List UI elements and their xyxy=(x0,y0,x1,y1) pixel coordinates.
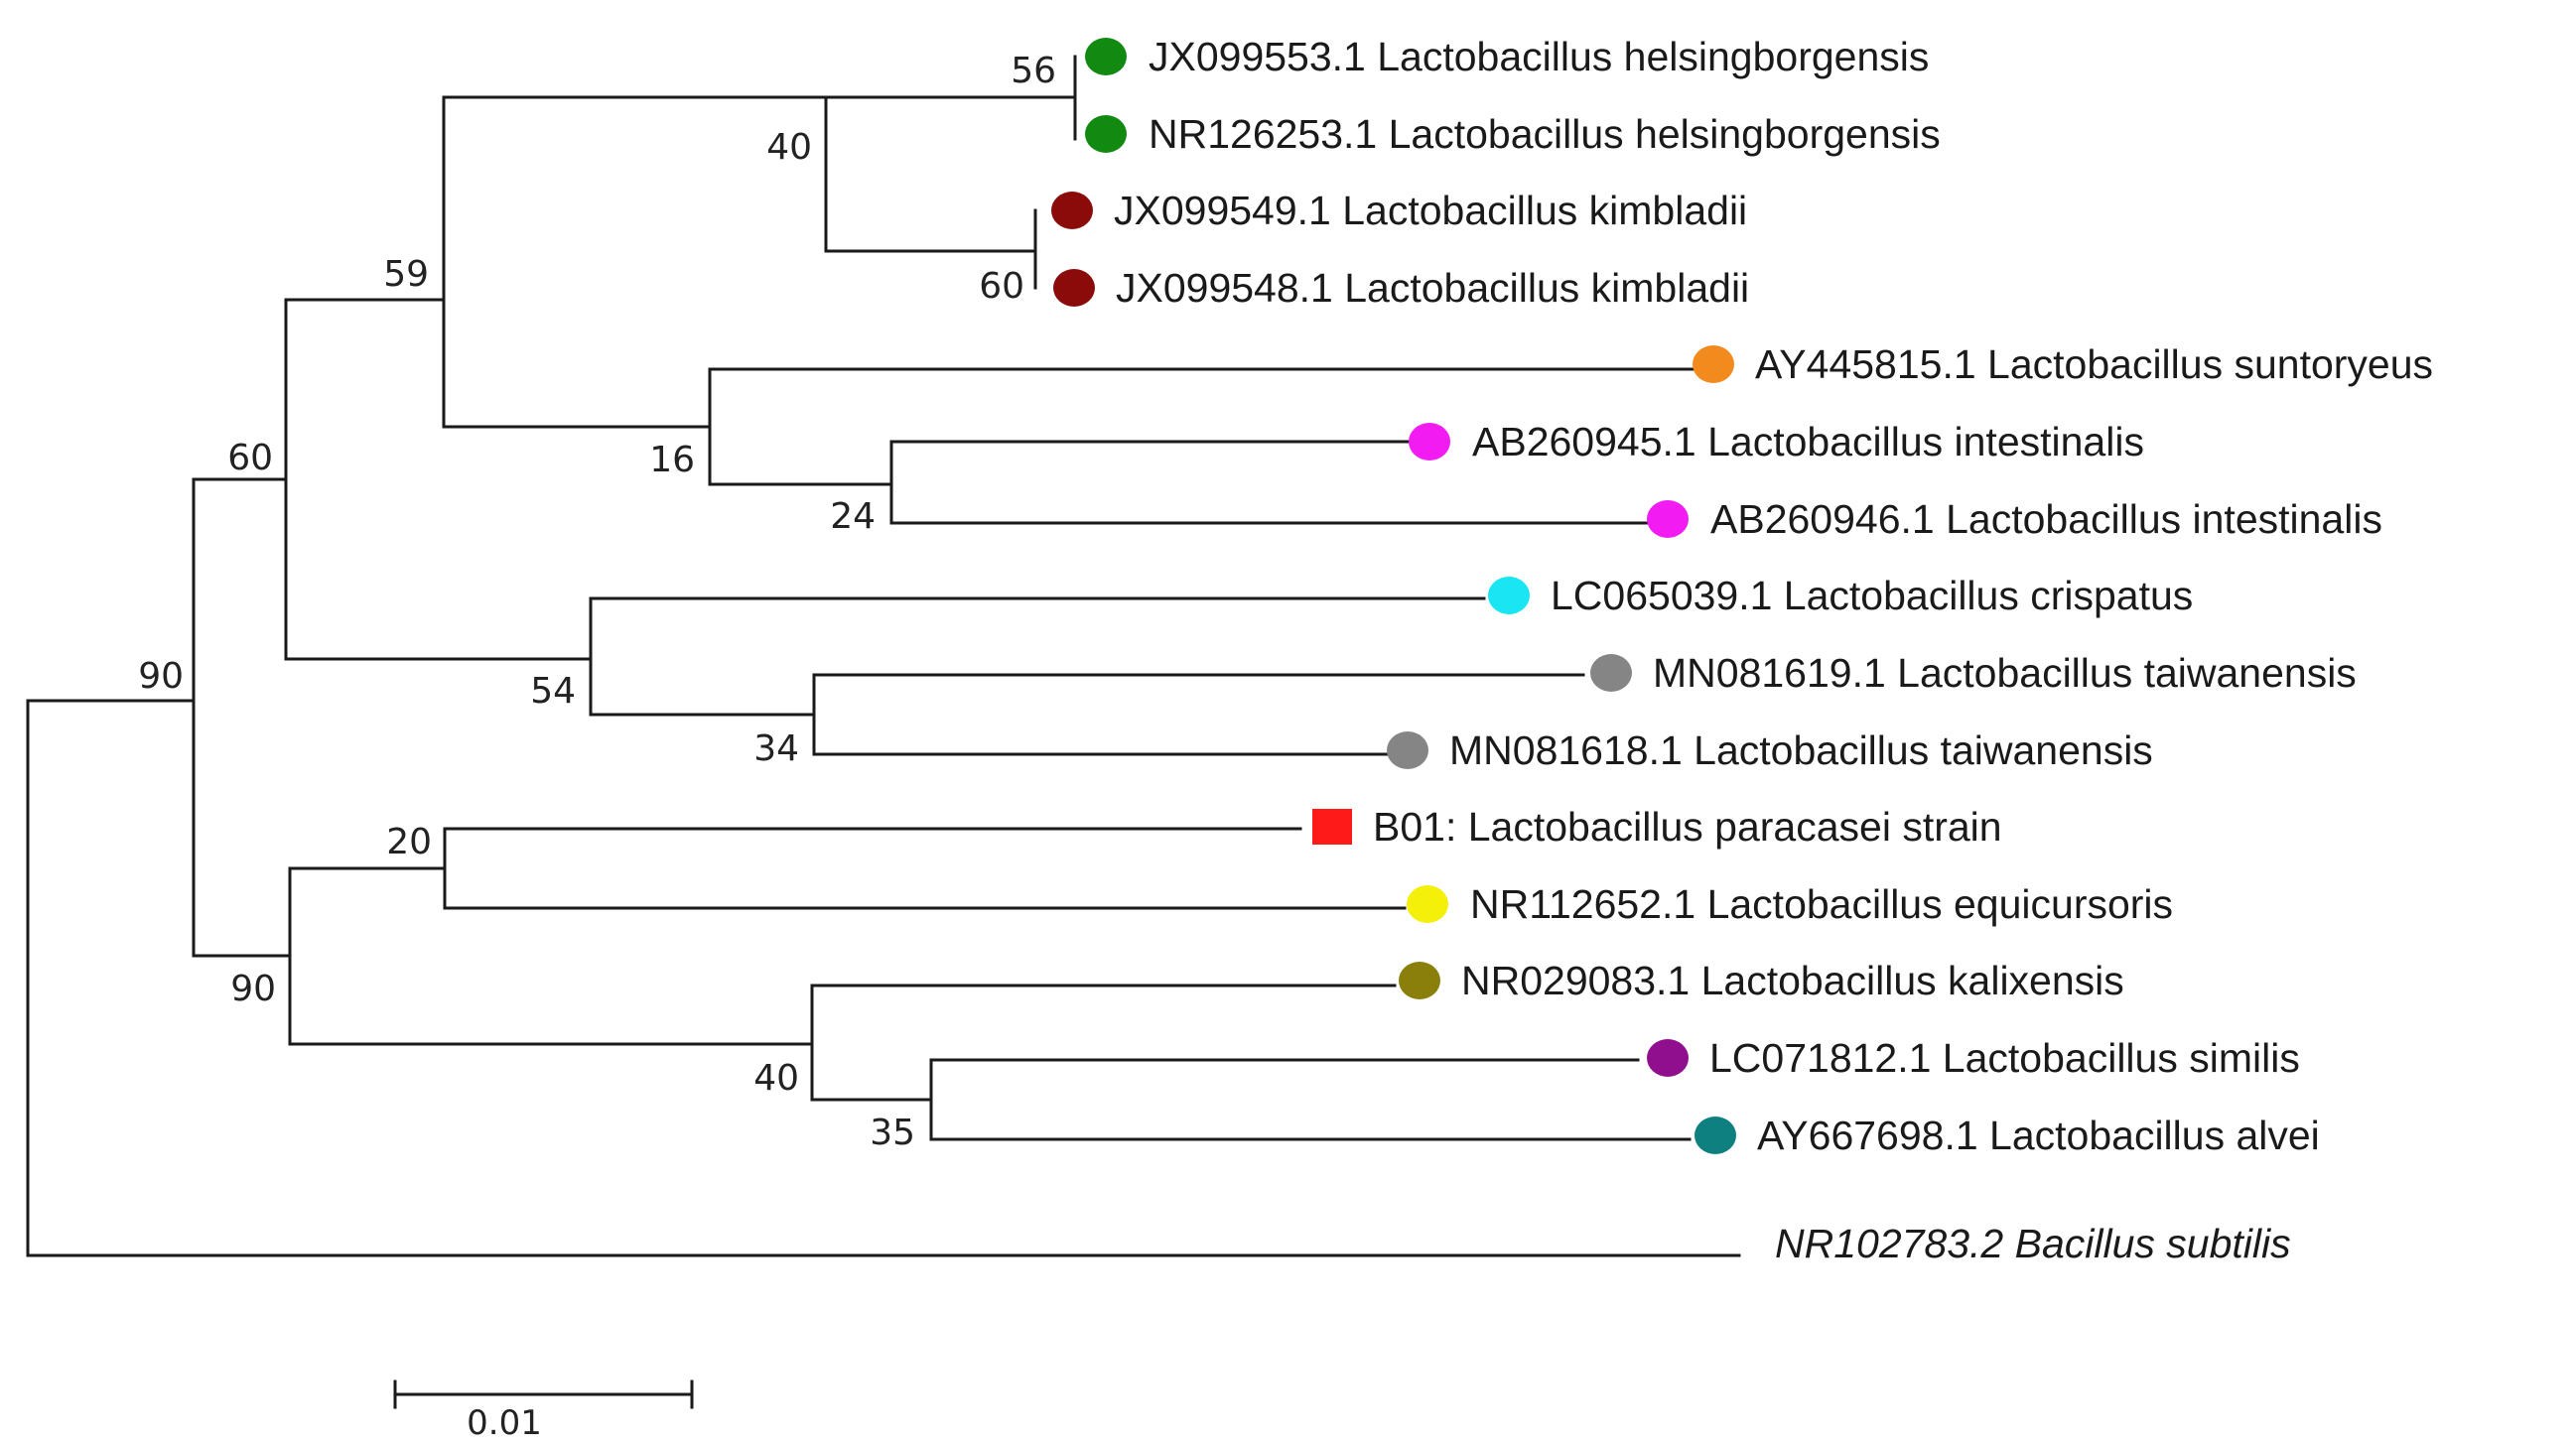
taxon-marker-circle xyxy=(1053,269,1095,307)
taxon-marker-circle xyxy=(1647,500,1689,538)
branch-node-90-upper xyxy=(192,477,292,958)
bootstrap-value: 60 xyxy=(979,266,1024,307)
taxon-label: AY667698.1 Lactobacillus alvei xyxy=(1757,1113,2320,1158)
taxon-label: MN081619.1 Lactobacillus taiwanensis xyxy=(1653,650,2357,696)
taxon-label: AB260945.1 Lactobacillus intestinalis xyxy=(1472,419,2144,464)
taxon-label: LC071812.1 Lactobacillus similis xyxy=(1709,1035,2300,1081)
taxon-marker-square xyxy=(1312,809,1352,845)
taxon-marker-circle xyxy=(1085,38,1127,75)
bootstrap-value: 34 xyxy=(753,728,799,769)
branch-similis-alvei-node xyxy=(929,1058,1692,1141)
bootstrap-value: 90 xyxy=(138,656,184,697)
scale-bar: 0.01 xyxy=(393,1380,694,1443)
bootstrap-value: 35 xyxy=(870,1113,915,1153)
taxon-label: NR126253.1 Lactobacillus helsingborgensi… xyxy=(1149,111,1941,157)
bootstrap-values: 56 40 60 59 16 24 60 54 34 90 20 90 40 3… xyxy=(138,51,1056,1153)
taxon-marker-circle xyxy=(1387,731,1428,769)
branch-crispatus-node xyxy=(589,596,1486,717)
taxon-marker-circle xyxy=(1051,192,1093,229)
taxon-label: AY445815.1 Lactobacillus suntoryeus xyxy=(1755,341,2433,387)
taxon-label: JX099549.1 Lactobacillus kimbladii xyxy=(1114,188,1747,233)
branch-node-59 xyxy=(442,95,828,429)
taxon-marker-circle xyxy=(1693,345,1734,383)
taxon-marker-circle xyxy=(1085,115,1127,153)
taxon-marker-circle xyxy=(1590,654,1632,692)
branch-node-90-lower xyxy=(288,866,814,1046)
bootstrap-value: 24 xyxy=(830,496,876,537)
scale-bar-line xyxy=(393,1380,694,1409)
taxon-label: B01: Lactobacillus paracasei strain xyxy=(1373,804,2002,850)
taxon-marker-circle xyxy=(1647,1039,1689,1077)
branch-intestinalis-clade xyxy=(889,440,1650,525)
bootstrap-value: 20 xyxy=(386,822,432,862)
bootstrap-value: 16 xyxy=(649,440,695,480)
taxon-marker-circle xyxy=(1407,885,1448,923)
branch-node-60 xyxy=(284,298,593,661)
taxon-marker-circle xyxy=(1488,577,1530,614)
bootstrap-value: 56 xyxy=(1011,51,1056,91)
tree-tips: JX099553.1 Lactobacillus helsingborgensi… xyxy=(1051,34,2433,1266)
taxon-label: AB260946.1 Lactobacillus intestinalis xyxy=(1710,496,2382,542)
bootstrap-value: 40 xyxy=(766,127,812,168)
taxon-label: JX099548.1 Lactobacillus kimbladii xyxy=(1116,265,1749,311)
taxon-label: MN081618.1 Lactobacillus taiwanensis xyxy=(1449,727,2153,773)
bootstrap-value: 54 xyxy=(530,671,576,712)
taxon-label: NR112652.1 Lactobacillus equicursoris xyxy=(1470,881,2173,927)
bootstrap-value: 90 xyxy=(230,969,276,1009)
scale-bar-label: 0.01 xyxy=(467,1403,542,1443)
taxon-marker-circle xyxy=(1695,1117,1736,1154)
taxon-marker-circle xyxy=(1409,423,1450,460)
taxon-label: LC065039.1 Lactobacillus crispatus xyxy=(1551,573,2193,618)
bootstrap-value: 59 xyxy=(383,254,429,295)
taxon-label: JX099553.1 Lactobacillus helsingborgensi… xyxy=(1149,34,1929,79)
taxon-label: NR029083.1 Lactobacillus kalixensis xyxy=(1461,958,2124,1003)
bootstrap-value: 60 xyxy=(227,438,273,478)
branch-root xyxy=(26,699,1741,1257)
taxon-marker-circle xyxy=(1399,962,1440,999)
branch-helsing-kimbladii-node xyxy=(824,95,1077,253)
branch-b01-node xyxy=(443,827,1407,910)
tree-branches xyxy=(26,55,1741,1257)
outgroup-label: NR102783.2 Bacillus subtilis xyxy=(1775,1221,2291,1266)
branch-kalixensis-node xyxy=(810,984,1397,1102)
bootstrap-value: 40 xyxy=(753,1058,799,1099)
